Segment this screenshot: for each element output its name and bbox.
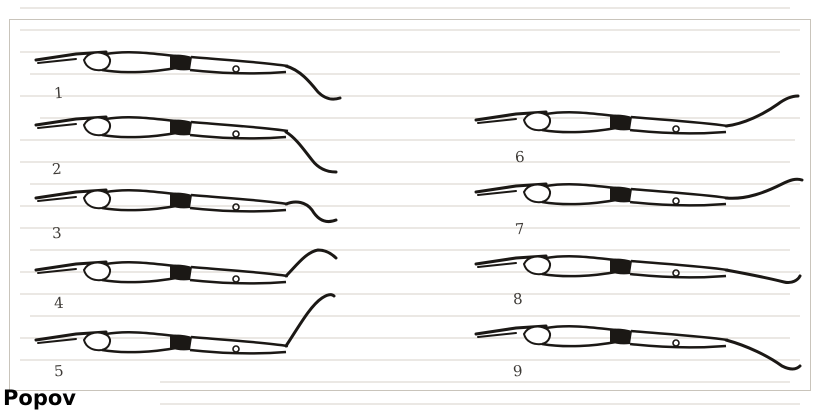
caption-title: Popov xyxy=(3,386,76,410)
swimmer-figure-9 xyxy=(476,326,800,369)
figure-label-6: 6 xyxy=(514,148,525,167)
figure-label-1: 1 xyxy=(53,84,64,103)
figure-label-3: 3 xyxy=(51,224,62,243)
swimmer-figure-7 xyxy=(476,179,802,205)
swimmer-figure-1 xyxy=(36,52,340,99)
swimmer-figure-3 xyxy=(36,190,336,222)
figure-label-2: 2 xyxy=(51,160,62,179)
figure-label-7: 7 xyxy=(514,220,525,239)
figure-label-9: 9 xyxy=(512,362,523,381)
swimmer-figure-8 xyxy=(476,256,800,283)
figure-label-8: 8 xyxy=(512,290,523,309)
figure-label-5: 5 xyxy=(53,362,64,381)
swimmer-figure-2 xyxy=(36,117,336,172)
swimmer-figure-5 xyxy=(36,295,334,354)
figure-label-4: 4 xyxy=(53,294,64,313)
swimmer-figure-6 xyxy=(476,96,798,133)
swimmer-figure-4 xyxy=(36,250,336,283)
